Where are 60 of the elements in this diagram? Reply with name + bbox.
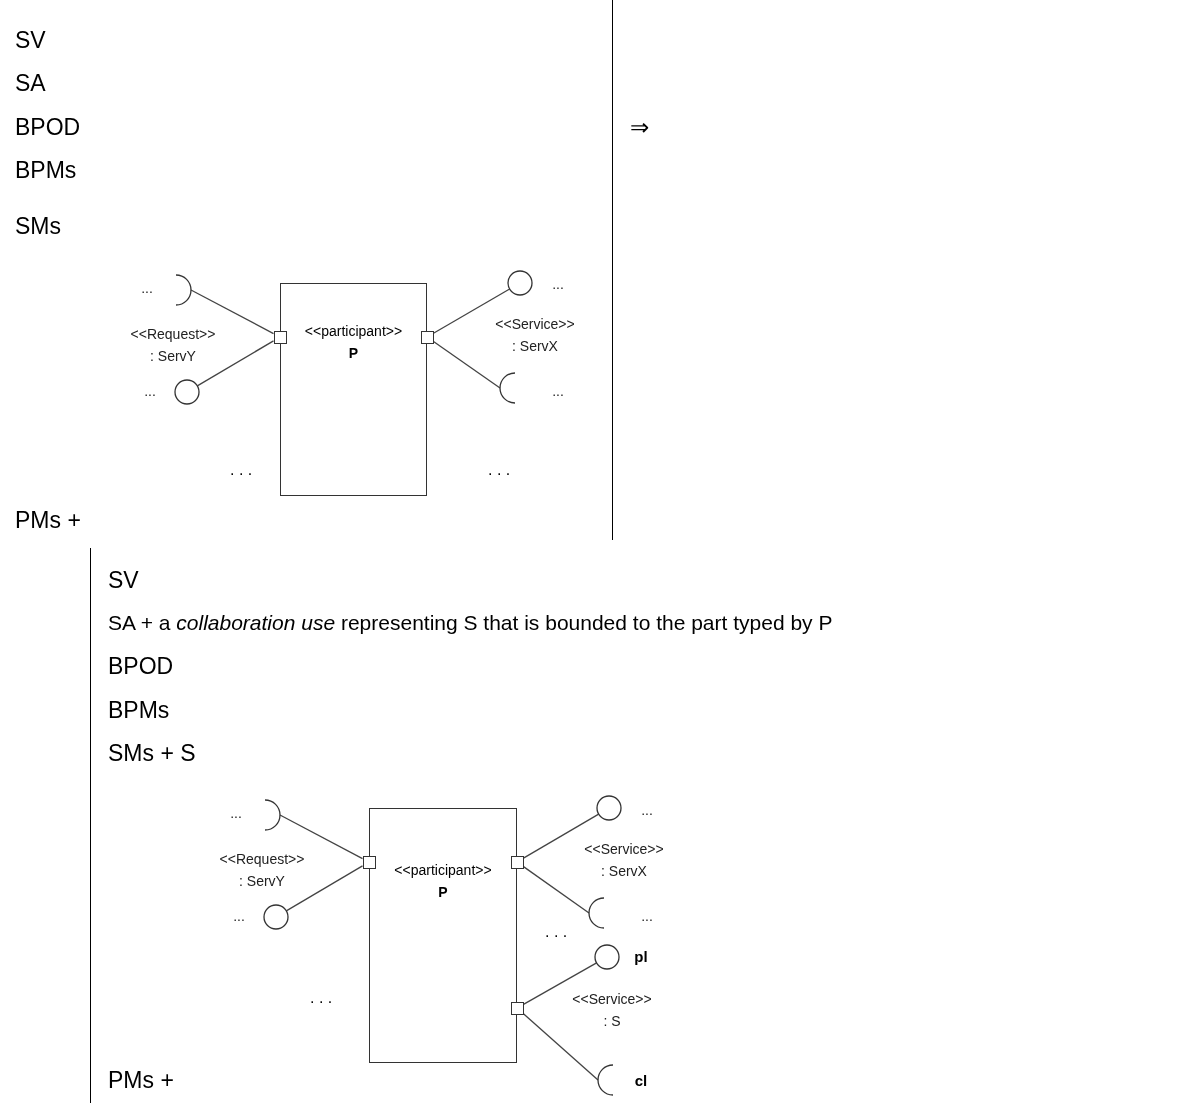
stereotype-label: <<participant>> xyxy=(303,322,404,340)
ellipsis-label: . . . xyxy=(230,460,253,480)
ellipsis-label: ... xyxy=(640,801,654,820)
connector-line xyxy=(279,814,364,860)
text-line: SV xyxy=(15,26,46,54)
connector-line xyxy=(432,288,511,334)
description-text: SA + a collaboration use representing S that is bounded to the part typed by P xyxy=(108,610,833,636)
connector-line xyxy=(522,962,598,1005)
ellipsis-label: pl xyxy=(633,947,649,967)
ellipsis-label: ... xyxy=(229,804,243,823)
port-label: <<Service>> : ServX xyxy=(494,315,576,356)
ellipsis-label: ... xyxy=(551,382,565,401)
required-interface-socket xyxy=(597,1064,614,1096)
text-line: SMs + S xyxy=(108,739,196,767)
port-label: <<Request>> : ServY xyxy=(129,325,217,366)
connector-line xyxy=(522,813,600,859)
text-line: ⇒ xyxy=(630,113,649,141)
connector-line xyxy=(432,340,501,389)
connector-line xyxy=(522,865,590,914)
text-line: BPMs xyxy=(108,696,170,724)
participant-name: P xyxy=(437,883,449,901)
text-line: BPOD xyxy=(15,113,81,141)
text-line: SV xyxy=(108,566,139,594)
provided-interface-circle xyxy=(263,904,289,930)
text-line: SMs xyxy=(15,212,61,240)
text-line: BPMs xyxy=(15,156,77,184)
ellipsis-label: ... xyxy=(232,907,246,926)
ellipsis-label: . . . xyxy=(488,460,511,480)
ellipsis-label: . . . xyxy=(310,988,333,1008)
ellipsis-label: cl xyxy=(633,1071,649,1091)
port-label: <<Request>> : ServY xyxy=(218,850,306,891)
text-line: BPOD xyxy=(108,652,174,680)
ellipsis-label: ... xyxy=(640,907,654,926)
port-label: <<Service>> : S xyxy=(571,990,653,1031)
ellipsis-label: . . . xyxy=(545,922,568,942)
text-line: PMs + xyxy=(108,1066,174,1094)
required-interface-socket xyxy=(175,274,192,306)
ellipsis-label: ... xyxy=(551,275,565,294)
connector-line xyxy=(190,289,275,335)
text-line: SA xyxy=(15,69,46,97)
participant-box xyxy=(280,283,427,496)
provided-interface-circle xyxy=(594,944,620,970)
port-label: <<Service>> : ServX xyxy=(583,840,665,881)
participant-box xyxy=(369,808,517,1063)
required-interface-socket xyxy=(499,372,516,404)
port-square xyxy=(362,855,376,869)
connector-line xyxy=(285,865,364,912)
required-interface-socket xyxy=(588,897,605,929)
port-square xyxy=(273,330,287,344)
required-interface-socket xyxy=(264,799,281,831)
provided-interface-circle xyxy=(596,795,622,821)
connector-line xyxy=(522,1013,599,1081)
ellipsis-label: ... xyxy=(143,382,157,401)
ellipsis-label: ... xyxy=(140,279,154,298)
connector-line xyxy=(196,340,275,387)
participant-name: P xyxy=(347,344,360,362)
stereotype-label: <<participant>> xyxy=(393,861,493,879)
provided-interface-circle xyxy=(174,379,200,405)
provided-interface-circle xyxy=(507,270,533,296)
text-line: PMs + xyxy=(15,506,81,534)
